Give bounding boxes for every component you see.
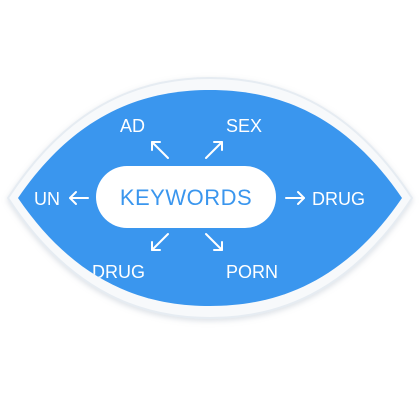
keyword-bottom-left: DRUG (92, 262, 145, 282)
center-keyword-label: KEYWORDS (120, 185, 252, 210)
center-pill (96, 166, 276, 228)
keyword-top-left: AD (120, 116, 145, 136)
keyword-right: DRUG (312, 189, 365, 209)
arrow-down-left-icon (151, 233, 169, 251)
keyword-top-right: SEX (226, 116, 262, 136)
arrow-down-right-icon (205, 233, 223, 251)
keyword-left: UN (34, 189, 60, 209)
keyword-bottom-right: PORN (226, 262, 278, 282)
arrow-up-left-icon (151, 141, 169, 159)
arrow-left-icon (69, 191, 89, 205)
arrow-right-icon (285, 191, 305, 205)
arrow-up-right-icon (205, 141, 223, 159)
